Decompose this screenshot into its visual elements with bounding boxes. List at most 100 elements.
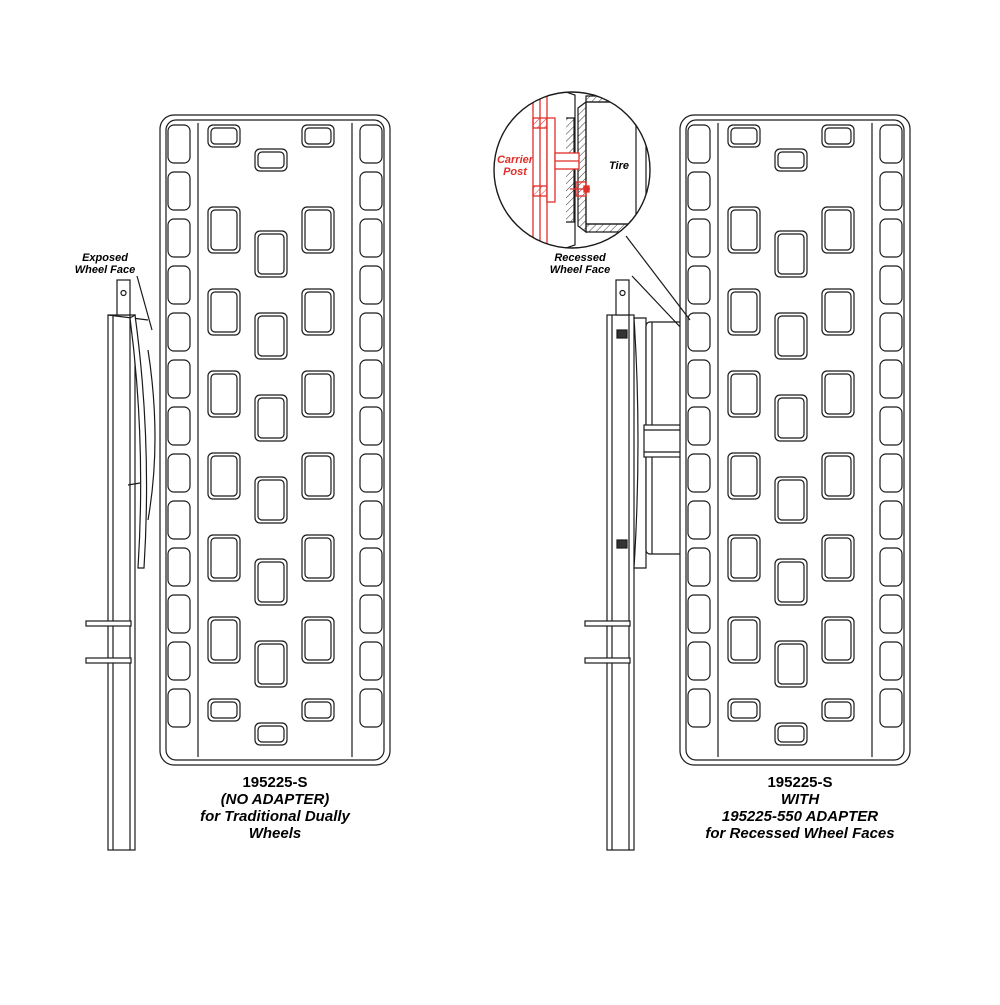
left-tire-tread-block-inner	[304, 455, 332, 497]
left-tire-tread-block	[207, 288, 241, 336]
right-tire-shoulder-block	[687, 500, 711, 540]
right-tire-inner-outline	[685, 119, 905, 761]
right-tire-tread-block	[774, 640, 808, 688]
right-tire-tread-block-inner	[730, 701, 758, 719]
left-assembly	[85, 114, 391, 851]
right-tire-tread-block-inner	[824, 373, 852, 415]
left-tire-tread-block	[254, 394, 288, 442]
right-tire	[679, 114, 911, 766]
right-tire-shoulder-block	[879, 171, 903, 211]
right-tire-tread-block	[727, 288, 761, 336]
right-tire-tread-block	[774, 148, 808, 172]
left-tire-tread-block-inner	[304, 619, 332, 661]
right-tire-shoulder-block	[687, 594, 711, 634]
left-tire-shoulder-block	[359, 359, 383, 399]
right-tire-tread-block	[821, 288, 855, 336]
right-tire-tread-block	[727, 452, 761, 500]
right-tire-tread-block-inner	[730, 373, 758, 415]
left-tire-tread-block-inner	[210, 373, 238, 415]
left-tire-tread-block-inner	[257, 561, 285, 603]
left-tire-shoulder-block	[167, 171, 191, 211]
left-tire-tread-block-inner	[210, 537, 238, 579]
right-tire-tread-block-inner	[777, 151, 805, 169]
right-assembly	[584, 114, 911, 851]
left-tire-shoulder-block	[167, 453, 191, 493]
left-tire-tread-block-inner	[210, 127, 238, 145]
left-tire-tread-block-inner	[257, 151, 285, 169]
left-tire-shoulder-block	[167, 594, 191, 634]
left-tire-tread-block-inner	[210, 291, 238, 333]
left-tire-tread-block	[301, 534, 335, 582]
left-tire-tread-block	[301, 124, 335, 148]
left-tire-shoulder-block	[359, 594, 383, 634]
left-caption-model: 195225-S	[242, 774, 308, 791]
right-tire-shoulder-block	[879, 359, 903, 399]
left-tire-tread-block-inner	[257, 233, 285, 275]
left-tire-tread-block	[301, 206, 335, 254]
left-tire-tread-block-inner	[210, 701, 238, 719]
left-tire-shoulder-block	[167, 265, 191, 305]
detail-tire-label: Tire	[609, 160, 629, 172]
left-caption: 195225-S (NO ADAPTER) for Traditional Du…	[160, 774, 390, 842]
left-carrier-post	[85, 279, 149, 851]
left-tire-tread-block	[254, 312, 288, 360]
right-tire-outline	[679, 114, 911, 766]
right-tire-shoulder-block	[687, 171, 711, 211]
left-tire-tread-block	[301, 616, 335, 664]
right-tire-shoulder-block	[687, 547, 711, 587]
right-caption-model: 195225-S	[767, 774, 833, 791]
left-tire-tread-block	[254, 640, 288, 688]
detail-carrier-post	[532, 95, 590, 248]
detail-leader-line	[625, 235, 691, 321]
left-tire-tread-block	[207, 452, 241, 500]
right-callout-line2: Wheel Face	[549, 264, 611, 276]
right-tire-tread-block	[821, 452, 855, 500]
right-tire-tread-block-inner	[824, 291, 852, 333]
left-tire-tread-block-inner	[304, 209, 332, 251]
left-caption-line4: Wheels	[248, 825, 302, 842]
right-tire-tread-block-inner	[777, 397, 805, 439]
right-tire-tread-block-inner	[730, 619, 758, 661]
left-tire-shoulder-block	[167, 641, 191, 681]
right-tire-tread-block-inner	[824, 127, 852, 145]
right-tire-tread-block-inner	[730, 209, 758, 251]
right-tire-tread-block	[774, 722, 808, 746]
right-tire-shoulder-block	[687, 359, 711, 399]
left-callout-leader	[136, 275, 153, 331]
left-tire-tread-block	[301, 370, 335, 418]
right-tire-tread-block	[821, 206, 855, 254]
left-tire-shoulder-block	[359, 500, 383, 540]
right-tire-shoulder-block	[879, 265, 903, 305]
left-tire-shoulder-block	[167, 124, 191, 164]
left-tire-tread-block-inner	[304, 127, 332, 145]
right-tire-shoulder-block	[879, 453, 903, 493]
left-tire-tread-block-inner	[304, 373, 332, 415]
left-tire-tread-block-inner	[257, 725, 285, 743]
left-tire-tread-block	[207, 616, 241, 664]
left-tire-shoulder-block	[359, 453, 383, 493]
right-tire-tread-block-inner	[824, 455, 852, 497]
right-tire-tread-block-inner	[824, 619, 852, 661]
left-tire-shoulder-block	[167, 547, 191, 587]
left-tire-shoulder-block	[167, 359, 191, 399]
right-tire-tread-block	[774, 230, 808, 278]
left-tire-shoulder-block	[359, 688, 383, 728]
left-tire-shoulder-block	[359, 265, 383, 305]
right-adapter	[616, 317, 687, 569]
left-tire-shoulder-block	[359, 218, 383, 258]
left-tire-tread-block-inner	[210, 619, 238, 661]
right-tire-tread-block	[774, 476, 808, 524]
left-tire-tread-block	[254, 476, 288, 524]
right-callout: Recessed Wheel Face	[535, 252, 625, 276]
right-tire-shoulder-block	[879, 500, 903, 540]
right-tire-tread-block	[821, 616, 855, 664]
left-tire-shoulder-block	[167, 218, 191, 258]
right-tire-tread-block-inner	[777, 233, 805, 275]
left-tire-tread-block-inner	[257, 479, 285, 521]
right-tire-shoulder-block	[687, 265, 711, 305]
left-tire-tread-block	[254, 230, 288, 278]
left-tire-tread-block	[207, 534, 241, 582]
detail-carrier-label-line1: Carrier	[497, 154, 534, 166]
